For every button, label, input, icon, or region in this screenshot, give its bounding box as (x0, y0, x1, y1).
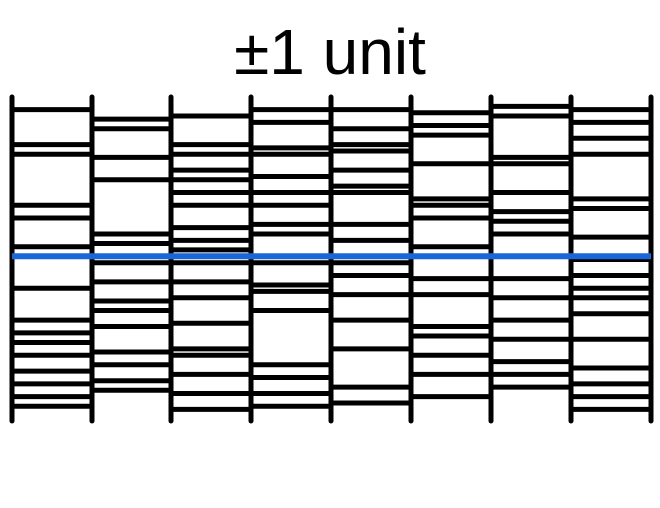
rungs-layer (12, 103, 651, 412)
page-title: ±1 unit (234, 16, 426, 88)
